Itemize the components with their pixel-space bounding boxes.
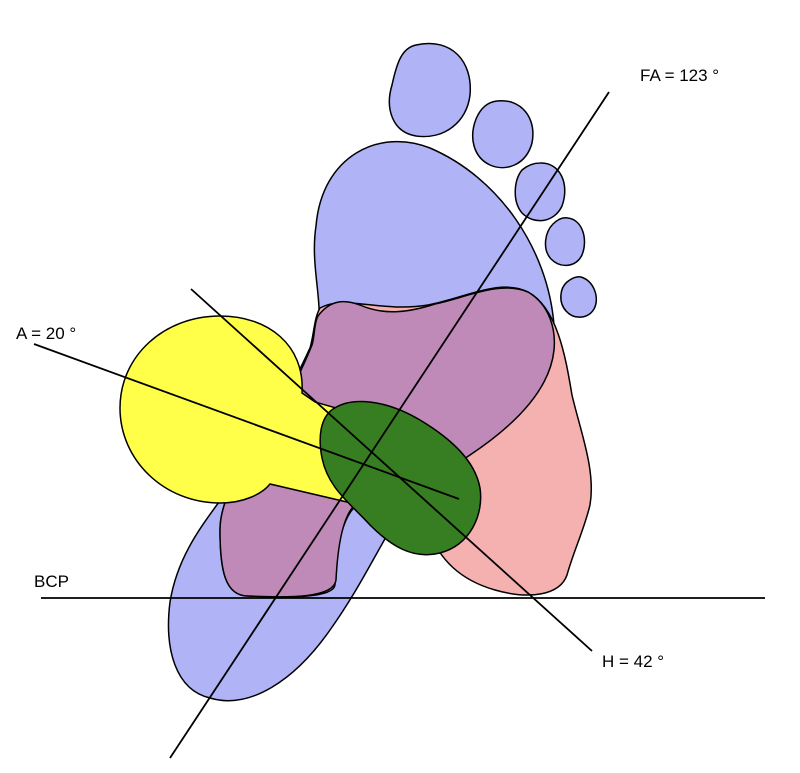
a-axis-line xyxy=(33,343,460,500)
fa-axis-line xyxy=(169,91,610,759)
toe-fifth xyxy=(560,276,598,318)
toe-second xyxy=(472,100,534,169)
toe-fourth xyxy=(544,217,586,267)
bulb-yellow xyxy=(119,315,351,504)
bcp-label: BCP xyxy=(34,572,69,591)
h-label: H = 42 ° xyxy=(602,652,664,671)
a-label: A = 20 ° xyxy=(16,324,76,343)
fa-label: FA = 123 ° xyxy=(640,66,719,85)
h-axis-line xyxy=(190,288,593,652)
toe-big xyxy=(388,42,471,138)
